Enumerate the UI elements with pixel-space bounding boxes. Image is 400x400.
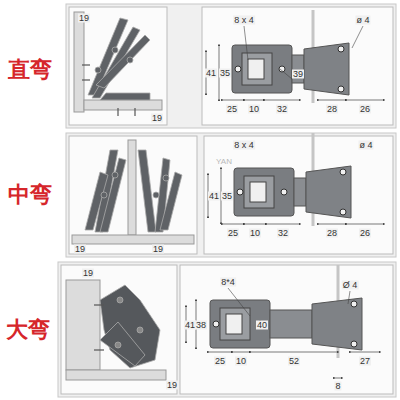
dimension-label: ø 4: [355, 16, 370, 25]
hinge-type-label: 直弯: [8, 59, 52, 81]
dimension-label: 32: [276, 105, 288, 114]
dimension-label: 27: [359, 357, 371, 366]
dimension-label: 8*4: [220, 278, 236, 287]
dimension-label: 35: [221, 192, 233, 201]
dimension-label: 10: [235, 357, 247, 366]
hinge-type-label: 中弯: [8, 184, 52, 206]
dimension-label: 41: [205, 69, 217, 78]
dimension-label: 40: [256, 321, 268, 330]
dimension-label: 10: [248, 105, 260, 114]
dimension-label: Ø 4: [342, 281, 359, 290]
dimension-label: 28: [326, 229, 338, 238]
hinge-type-label: 大弯: [6, 319, 50, 341]
dimension-label: 39: [292, 70, 304, 79]
dimension-label: 32: [277, 229, 289, 238]
dimension-label: 10: [249, 229, 261, 238]
dimension-label: 52: [288, 357, 300, 366]
dimension-label: 28: [326, 105, 338, 114]
dimension-label: 25: [227, 229, 239, 238]
dimension-label: 25: [226, 105, 238, 114]
dimension-label: 35: [219, 69, 231, 78]
dimension-label: 19: [151, 114, 163, 123]
dimension-label: 41: [208, 192, 220, 201]
dimension-label: 8: [334, 382, 341, 391]
dimension-label: 38: [195, 321, 207, 330]
dimension-label: 8 x 4: [233, 141, 255, 150]
dimension-label: 19: [152, 245, 164, 254]
dimension-label: 19: [78, 14, 90, 23]
dimension-label: 19: [166, 381, 178, 390]
dimension-label: 26: [359, 229, 371, 238]
dimension-label: 26: [359, 105, 371, 114]
dimension-label: 19: [74, 245, 86, 254]
dimension-label: ø 4: [358, 141, 373, 150]
dimension-label: 19: [82, 269, 94, 278]
dimension-label: 8 x 4: [233, 16, 255, 25]
watermark: YAN: [215, 158, 233, 166]
dimension-label: 25: [214, 357, 226, 366]
